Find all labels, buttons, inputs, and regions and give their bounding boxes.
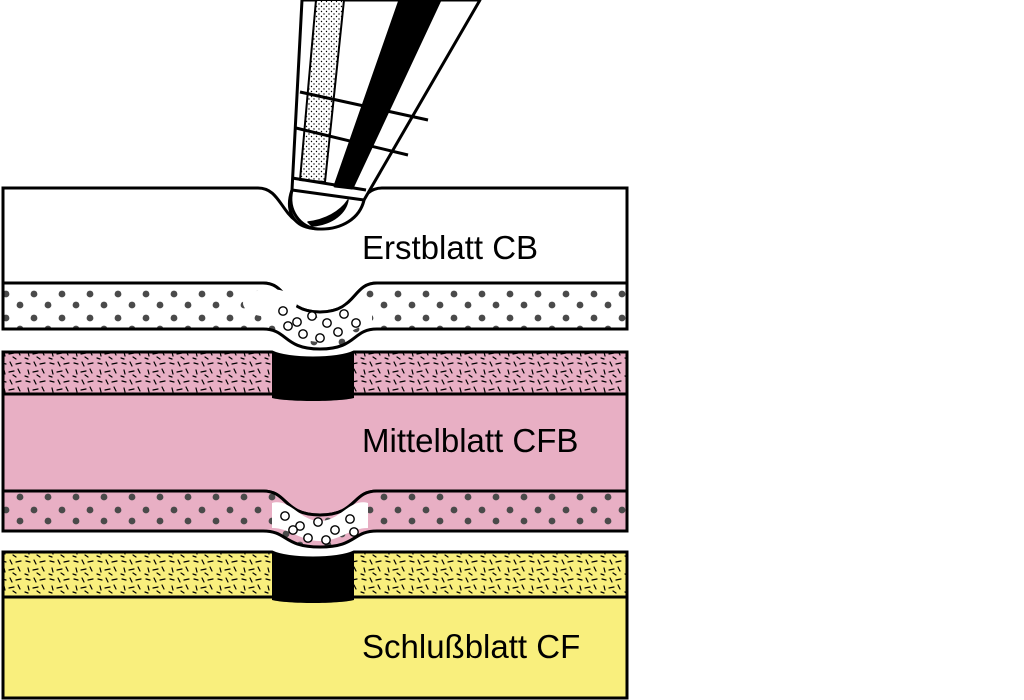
- transfer-mark-cfb: [272, 352, 354, 401]
- ruptured-capsules: [243, 289, 372, 343]
- sheet-cb: Erstblatt CB: [1, 186, 629, 351]
- ruptured-capsules-cfb: [272, 502, 368, 545]
- sheet-cf: Schlußblatt CF: [1, 550, 629, 700]
- sheet-cfb: Mittelblatt CFB: [1, 350, 629, 549]
- pen-tip-icon: [287, 0, 482, 231]
- sheet-cfb-label: Mittelblatt CFB: [362, 422, 578, 459]
- transfer-mark-cf: [272, 552, 354, 603]
- sheet-cf-label: Schlußblatt CF: [362, 628, 580, 665]
- sheet-cb-label: Erstblatt CB: [362, 229, 538, 266]
